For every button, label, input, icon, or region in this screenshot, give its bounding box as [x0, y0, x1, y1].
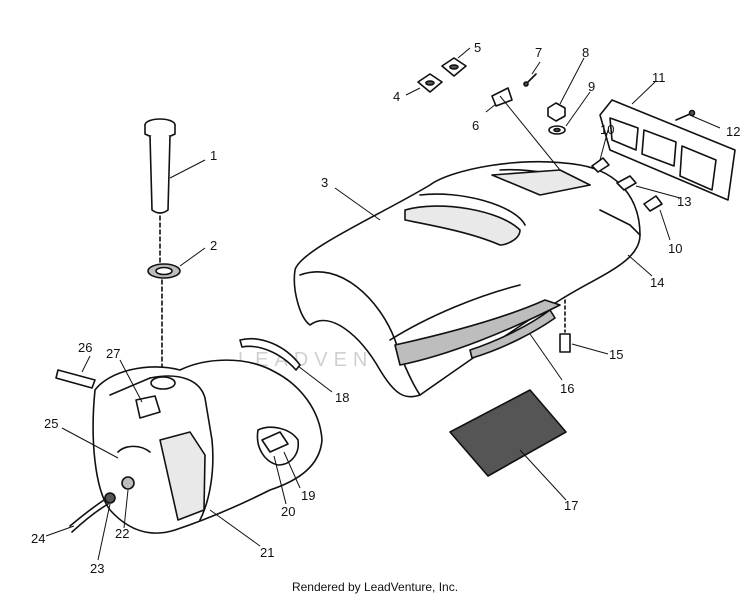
label-16: 16 [560, 381, 574, 396]
label-19: 19 [301, 488, 315, 503]
label-15: 15 [609, 347, 623, 362]
label-10a: 10 [600, 122, 614, 137]
label-23: 23 [90, 561, 104, 576]
grommet [147, 263, 181, 373]
label-1: 1 [210, 148, 217, 163]
label-24: 24 [31, 531, 45, 546]
label-10b: 10 [668, 241, 682, 256]
label-8: 8 [582, 45, 589, 60]
callout-labels: 1 2 3 4 5 6 7 8 9 10 11 12 13 10 14 15 1… [31, 40, 740, 576]
label-26: 26 [78, 340, 92, 355]
label-4: 4 [393, 89, 400, 104]
label-13: 13 [677, 194, 691, 209]
footer-credit: Rendered by LeadVenture, Inc. [291, 580, 459, 594]
label-27: 27 [106, 346, 120, 361]
fitting-23 [104, 492, 116, 504]
label-25: 25 [44, 416, 58, 431]
washer [548, 125, 566, 135]
label-21: 21 [260, 545, 274, 560]
vent-hose [55, 369, 96, 389]
foam-pad [449, 389, 567, 477]
fuel-tank [92, 359, 323, 534]
hose-24 [69, 499, 109, 533]
seat-base [469, 309, 556, 359]
clip [491, 87, 513, 107]
label-9: 9 [588, 79, 595, 94]
rivet [523, 73, 537, 87]
lamp-10b [643, 195, 663, 212]
label-17: 17 [564, 498, 578, 513]
strap [239, 338, 301, 371]
label-2: 2 [210, 238, 217, 253]
label-18: 18 [335, 390, 349, 405]
label-5: 5 [474, 40, 481, 55]
screw-12 [675, 109, 696, 121]
label-11: 11 [652, 70, 666, 85]
label-22: 22 [115, 526, 129, 541]
plate-5 [441, 57, 467, 77]
label-7: 7 [535, 45, 542, 60]
label-20: 20 [281, 504, 295, 519]
leader-lines [45, 47, 721, 561]
lamp-10a [591, 157, 610, 173]
tail-lens [599, 99, 736, 201]
seat [293, 160, 641, 398]
label-3: 3 [321, 175, 328, 190]
label-6: 6 [472, 118, 479, 133]
label-12: 12 [726, 124, 740, 139]
fuel-cap [144, 118, 176, 263]
lamp-13 [616, 175, 637, 191]
plate-4 [417, 73, 443, 93]
bolt [559, 299, 571, 353]
nut [547, 102, 566, 122]
label-14: 14 [650, 275, 664, 290]
